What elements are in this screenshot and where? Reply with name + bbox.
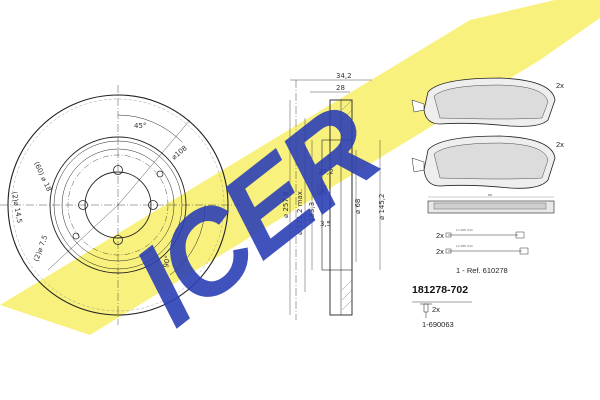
pad-top-qty: 2x <box>556 81 564 90</box>
ref-line: 1 - Ref. 610278 <box>456 266 508 275</box>
section-top-width: 34,2 <box>336 72 352 80</box>
hat-diameter-label: 133,3 <box>308 202 316 222</box>
sensor-2-length: L=185 mm <box>456 244 473 248</box>
sensor-1-length: L=165 mm <box>456 228 473 232</box>
wear-sensor-1 <box>445 231 525 239</box>
pcd-label: ⌀108 <box>170 144 189 161</box>
thickness-label: 3,5 <box>320 220 331 228</box>
section-top-inner: 28 <box>336 84 345 92</box>
sensor-2-qty: 2x <box>436 247 444 256</box>
hat-inner-label: ⌀ 145,2 <box>378 194 386 220</box>
ref-mark-box <box>317 185 327 195</box>
sensor-1-qty: 2x <box>436 231 444 240</box>
brake-pad-bottom <box>411 135 556 189</box>
disc-section-view <box>289 79 381 320</box>
pad-side-view <box>427 196 555 214</box>
hardware-code: 1-690063 <box>422 320 454 329</box>
outer-diameter-label: ⌀ 257,8 <box>282 192 290 218</box>
friction-diameter-label: ⌀ 171,2 max. <box>296 189 304 235</box>
hardware-qty: 2x <box>432 305 440 314</box>
center-bore-label: (60) ⌀ 18 <box>32 160 53 192</box>
pad-bottom-qty: 2x <box>556 140 564 149</box>
part-number: 181278-702 <box>412 284 468 296</box>
right-angle-label: 90° <box>162 255 172 269</box>
angle-label-45: 45° <box>134 122 146 130</box>
locating-hole-2 <box>156 170 164 178</box>
small-hole-label: (2)⌀ 7,5 <box>32 234 49 263</box>
ref-mark-label: A <box>320 187 325 195</box>
offset-label: 27,2 <box>318 168 334 176</box>
wear-sensor-2 <box>445 247 529 255</box>
hardware-kit-icon <box>412 301 472 318</box>
brake-pad-top <box>411 77 556 127</box>
hub-diameter-label: ⌀ 68 <box>354 199 362 214</box>
locating-hole-1 <box>72 232 80 240</box>
pad-width-dim: 88 <box>488 193 492 197</box>
disc-front-view <box>0 85 240 325</box>
section-hatching <box>341 99 353 311</box>
